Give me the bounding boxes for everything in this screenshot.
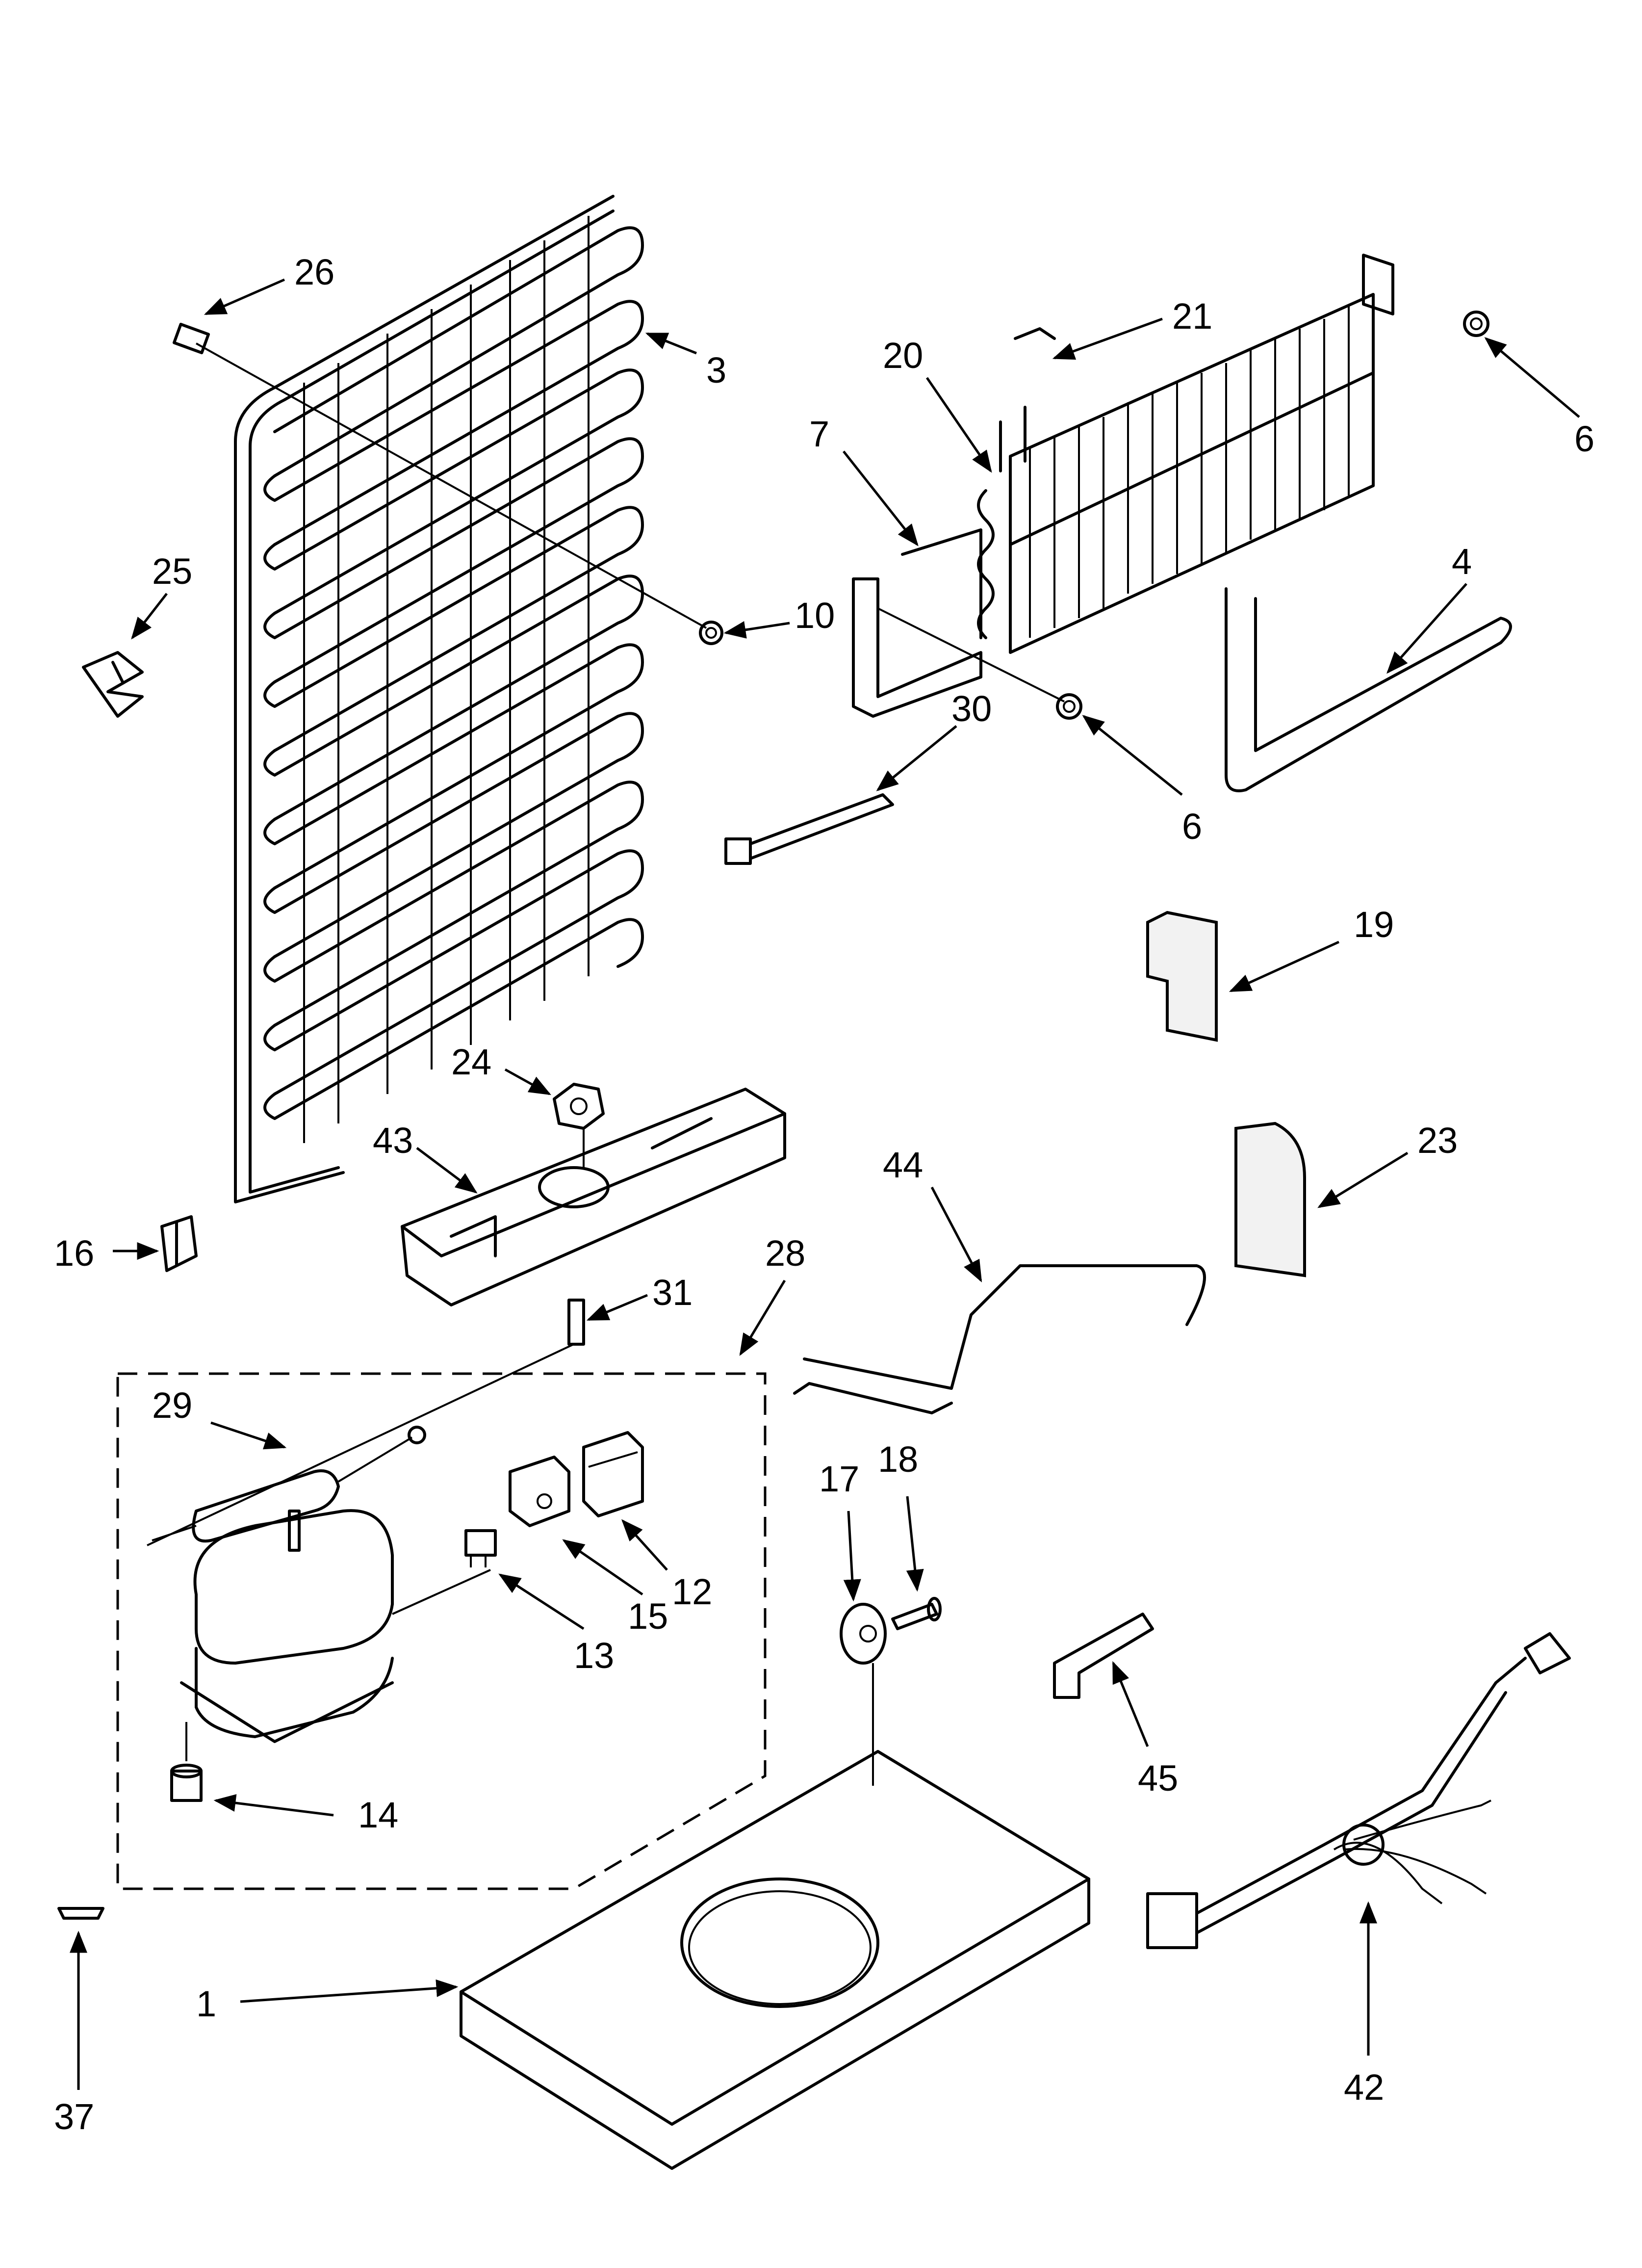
callout-30: 30 <box>951 688 992 729</box>
foam-block-19 <box>1146 911 1218 1042</box>
callout-29: 29 <box>152 1385 192 1426</box>
relay-cover-12 <box>582 1431 644 1517</box>
drain-tube-31 <box>147 1299 585 1546</box>
callout-31: 31 <box>652 1272 693 1313</box>
screw-26 <box>172 322 707 629</box>
callout-labels: 26 3 25 10 16 21 20 7 6 4 30 6 19 24 43 … <box>54 252 1594 2137</box>
drain-pan-43 <box>401 1088 786 1306</box>
screw-10 <box>699 621 723 645</box>
callout-19: 19 <box>1354 904 1394 945</box>
overload-13 <box>464 1529 497 1567</box>
nut-24 <box>553 1083 605 1168</box>
cable-tie-30 <box>724 793 894 865</box>
tube-45 <box>1053 1613 1154 1699</box>
callout-17: 17 <box>819 1459 859 1499</box>
clip-16 <box>160 1215 198 1272</box>
callout-16: 16 <box>54 1233 94 1274</box>
callout-45: 45 <box>1138 1758 1178 1799</box>
compressor <box>180 1509 491 1743</box>
callout-44: 44 <box>883 1145 923 1185</box>
wire-harness-42 <box>1146 1632 1571 1949</box>
callout-12: 12 <box>672 1571 712 1612</box>
screw-6-top <box>1463 311 1489 337</box>
callout-26: 26 <box>294 252 334 292</box>
callout-15: 15 <box>628 1596 668 1637</box>
callout-1: 1 <box>196 1983 216 2024</box>
callout-10: 10 <box>795 595 835 636</box>
base-pan-1 <box>460 1750 1090 2170</box>
callout-24: 24 <box>451 1042 491 1082</box>
screw-6-bottom <box>877 607 1082 720</box>
evaporator-assembly <box>852 254 1394 718</box>
callout-28: 28 <box>765 1233 805 1274</box>
bracket-25 <box>82 651 144 718</box>
callout-21: 21 <box>1172 296 1212 337</box>
pin-18 <box>891 1597 942 1630</box>
callout-4: 4 <box>1452 541 1472 582</box>
condenser-coil <box>234 195 644 1203</box>
roller-17 <box>840 1603 887 1786</box>
grommet-14 <box>170 1722 203 1802</box>
callout-23: 23 <box>1417 1120 1458 1161</box>
clip-37 <box>57 1907 104 1920</box>
callout-18: 18 <box>878 1439 918 1480</box>
relay-15 <box>509 1456 570 1527</box>
foam-block-23 <box>1234 1121 1306 1277</box>
callout-42: 42 <box>1344 2067 1384 2108</box>
callout-6-bottom: 6 <box>1182 806 1202 847</box>
defrost-heater-4 <box>1225 587 1512 792</box>
drier-29 <box>152 1426 426 1543</box>
callout-25: 25 <box>152 551 192 592</box>
callout-20: 20 <box>883 335 923 376</box>
callout-3: 3 <box>706 350 726 391</box>
callout-43: 43 <box>373 1120 413 1161</box>
callout-13: 13 <box>574 1635 614 1676</box>
callout-14: 14 <box>358 1795 398 1835</box>
compressor-kit-28-outline <box>116 1372 767 1890</box>
callout-6-top: 6 <box>1574 418 1594 459</box>
leader-lines <box>70 278 1580 2090</box>
callout-37: 37 <box>54 2096 94 2137</box>
water-tube-44 <box>793 1264 1206 1414</box>
callout-7: 7 <box>809 414 829 454</box>
